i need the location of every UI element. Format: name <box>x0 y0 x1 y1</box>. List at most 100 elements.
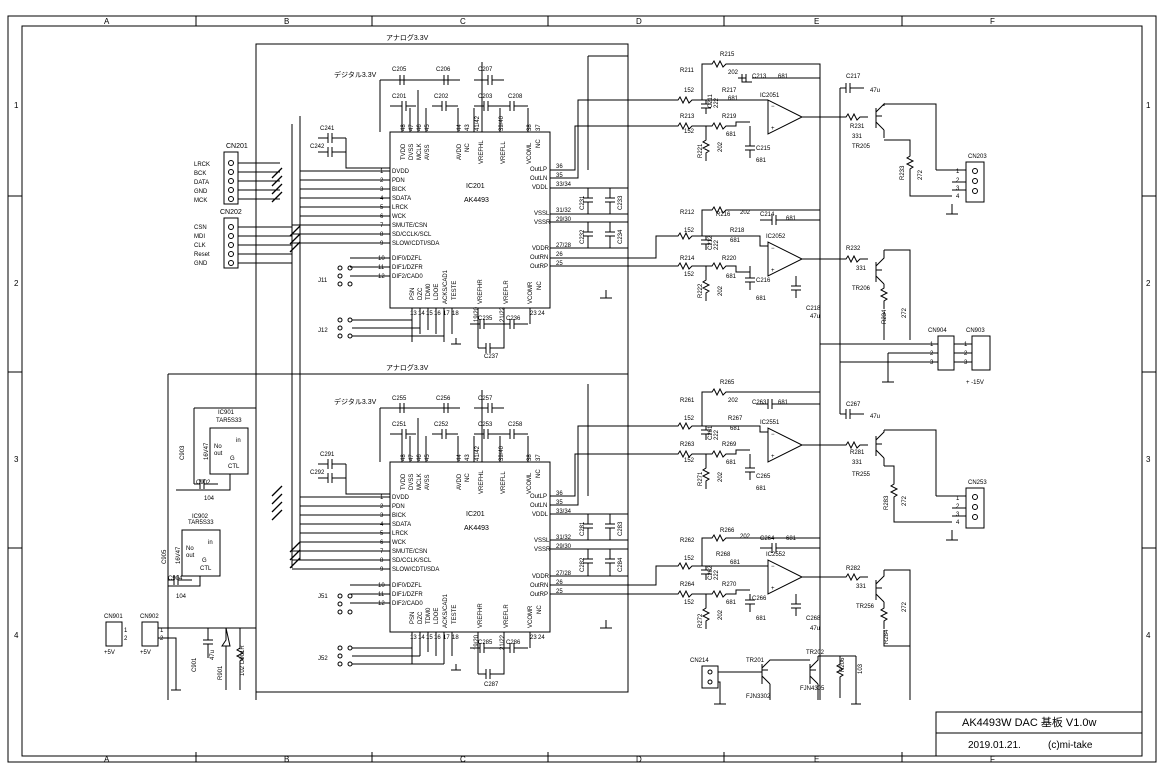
svg-text:331: 331 <box>852 460 863 466</box>
svg-text:25: 25 <box>556 261 563 267</box>
svg-text:C281: C281 <box>580 521 586 536</box>
col-label: D <box>636 17 642 26</box>
svg-text:CN203: CN203 <box>968 154 987 160</box>
svg-text:BICK: BICK <box>392 187 406 193</box>
svg-text:NC: NC <box>537 605 543 614</box>
svg-text:in: in <box>236 438 241 444</box>
svg-text:R213: R213 <box>680 114 695 120</box>
svg-text:C287: C287 <box>484 682 499 688</box>
svg-text:IC2552: IC2552 <box>766 552 786 558</box>
col-label: F <box>990 755 995 764</box>
svg-text:202: 202 <box>718 609 724 620</box>
svg-text:C203: C203 <box>478 94 493 100</box>
svg-text:14: 14 <box>418 311 425 317</box>
cn903-connector: CN903 1 2 3 + -15V <box>819 64 991 700</box>
svg-text:C266: C266 <box>752 596 767 602</box>
svg-text:FJN3302: FJN3302 <box>746 694 771 700</box>
svg-text:+: + <box>771 126 775 132</box>
svg-text:VREFHR: VREFHR <box>478 279 484 304</box>
cn202-pin-label: Reset <box>194 252 210 258</box>
svg-text:21/22: 21/22 <box>500 306 506 322</box>
svg-text:331: 331 <box>856 266 867 272</box>
svg-text:272: 272 <box>902 307 908 318</box>
regulator-ic901: IC901 TAR5S33 No out G CTL in C903 16V47… <box>176 407 257 700</box>
svg-text:C267: C267 <box>846 402 861 408</box>
svg-text:15: 15 <box>426 311 433 317</box>
svg-text:222: 222 <box>714 239 720 250</box>
svg-text:681: 681 <box>756 486 767 492</box>
svg-text:37: 37 <box>536 124 542 131</box>
svg-text:152: 152 <box>684 228 695 234</box>
svg-text:NC: NC <box>537 281 543 290</box>
sheet-title: AK4493W DAC 基板 V1.0w <box>962 715 1097 729</box>
svg-text:46: 46 <box>417 124 423 131</box>
jumper-j11[interactable]: J11 <box>318 265 353 287</box>
svg-text:OutLN: OutLN <box>530 503 547 509</box>
svg-text:OutLN: OutLN <box>530 176 547 182</box>
svg-text:9: 9 <box>380 241 384 247</box>
svg-text:47: 47 <box>409 124 415 131</box>
svg-text:LDOE: LDOE <box>434 284 440 300</box>
svg-text:5: 5 <box>380 205 384 211</box>
svg-text:2: 2 <box>124 636 128 642</box>
sheet-inner-border <box>21 25 1143 757</box>
svg-text:SMUTE/CSN: SMUTE/CSN <box>392 223 427 229</box>
svg-text:C258: C258 <box>508 422 523 428</box>
svg-text:TR201: TR201 <box>746 658 765 664</box>
bus-entries-bottom <box>271 485 301 569</box>
dac-ref: IC201 <box>466 511 485 518</box>
svg-text:OutLP: OutLP <box>530 167 547 173</box>
col-label: C <box>460 17 466 26</box>
cn201-connector: CN201 LRCK BCK DATA GND MCK <box>194 143 280 205</box>
svg-text:21/22: 21/22 <box>500 634 506 650</box>
svg-text:R206: R206 <box>840 657 846 672</box>
col-label: E <box>814 755 819 764</box>
svg-text:272: 272 <box>918 169 924 180</box>
svg-text:47: 47 <box>409 454 415 461</box>
svg-text:VREFHR: VREFHR <box>478 603 484 628</box>
sheet-author: (c)mi-take <box>1048 740 1093 751</box>
cn202-pin-label: CSN <box>194 225 207 231</box>
svg-text:C233: C233 <box>618 195 624 210</box>
tick-marks <box>8 16 1156 762</box>
svg-text:C262: C262 <box>708 565 714 580</box>
svg-text:TVDD: TVDD <box>401 143 407 160</box>
cn901-connector: CN901 1 2 +5V <box>104 614 128 656</box>
svg-text:41/42: 41/42 <box>475 115 481 131</box>
svg-text:NC: NC <box>536 139 542 148</box>
svg-text:39/40: 39/40 <box>499 445 505 461</box>
svg-text:C214: C214 <box>760 212 775 218</box>
svg-text:VCOMR: VCOMR <box>528 281 534 304</box>
svg-text:BICK: BICK <box>392 513 406 519</box>
svg-text:R269: R269 <box>722 442 737 448</box>
svg-text:202: 202 <box>718 471 724 482</box>
svg-text:J51: J51 <box>318 594 328 600</box>
cn201-pin-label: DATA <box>194 180 209 186</box>
svg-text:R272: R272 <box>698 613 704 628</box>
svg-text:5: 5 <box>380 531 384 537</box>
svg-text:35: 35 <box>556 500 563 506</box>
svg-text:+ -15V: + -15V <box>966 380 984 386</box>
svg-text:R214: R214 <box>680 256 695 262</box>
svg-text:R266: R266 <box>720 528 735 534</box>
svg-text:19/20: 19/20 <box>474 634 480 650</box>
svg-text:C241: C241 <box>320 126 335 132</box>
svg-text:CN902: CN902 <box>140 614 159 620</box>
dac-top-caps <box>318 75 615 353</box>
svg-text:26: 26 <box>556 252 563 258</box>
svg-text:38: 38 <box>527 124 533 131</box>
svg-text:43: 43 <box>465 124 471 131</box>
svg-text:AVDD: AVDD <box>457 473 463 490</box>
rail-analog-top: アナログ3.3V <box>386 33 429 42</box>
jumper-j12[interactable]: J12 <box>318 317 444 339</box>
svg-text:NC: NC <box>536 469 542 478</box>
svg-text:MCLK: MCLK <box>417 473 423 490</box>
cn202-pin-label: GND <box>194 261 208 267</box>
ground-symbols <box>171 204 958 705</box>
jumper-j51[interactable]: J51 <box>318 593 353 615</box>
jumper-j52[interactable]: J52 <box>318 645 444 667</box>
svg-text:VREFLL: VREFLL <box>501 141 507 164</box>
dac-top-pins: TVDD DVSS MCLK AVSS AVDD NC VREFHL VREFL… <box>401 445 542 494</box>
